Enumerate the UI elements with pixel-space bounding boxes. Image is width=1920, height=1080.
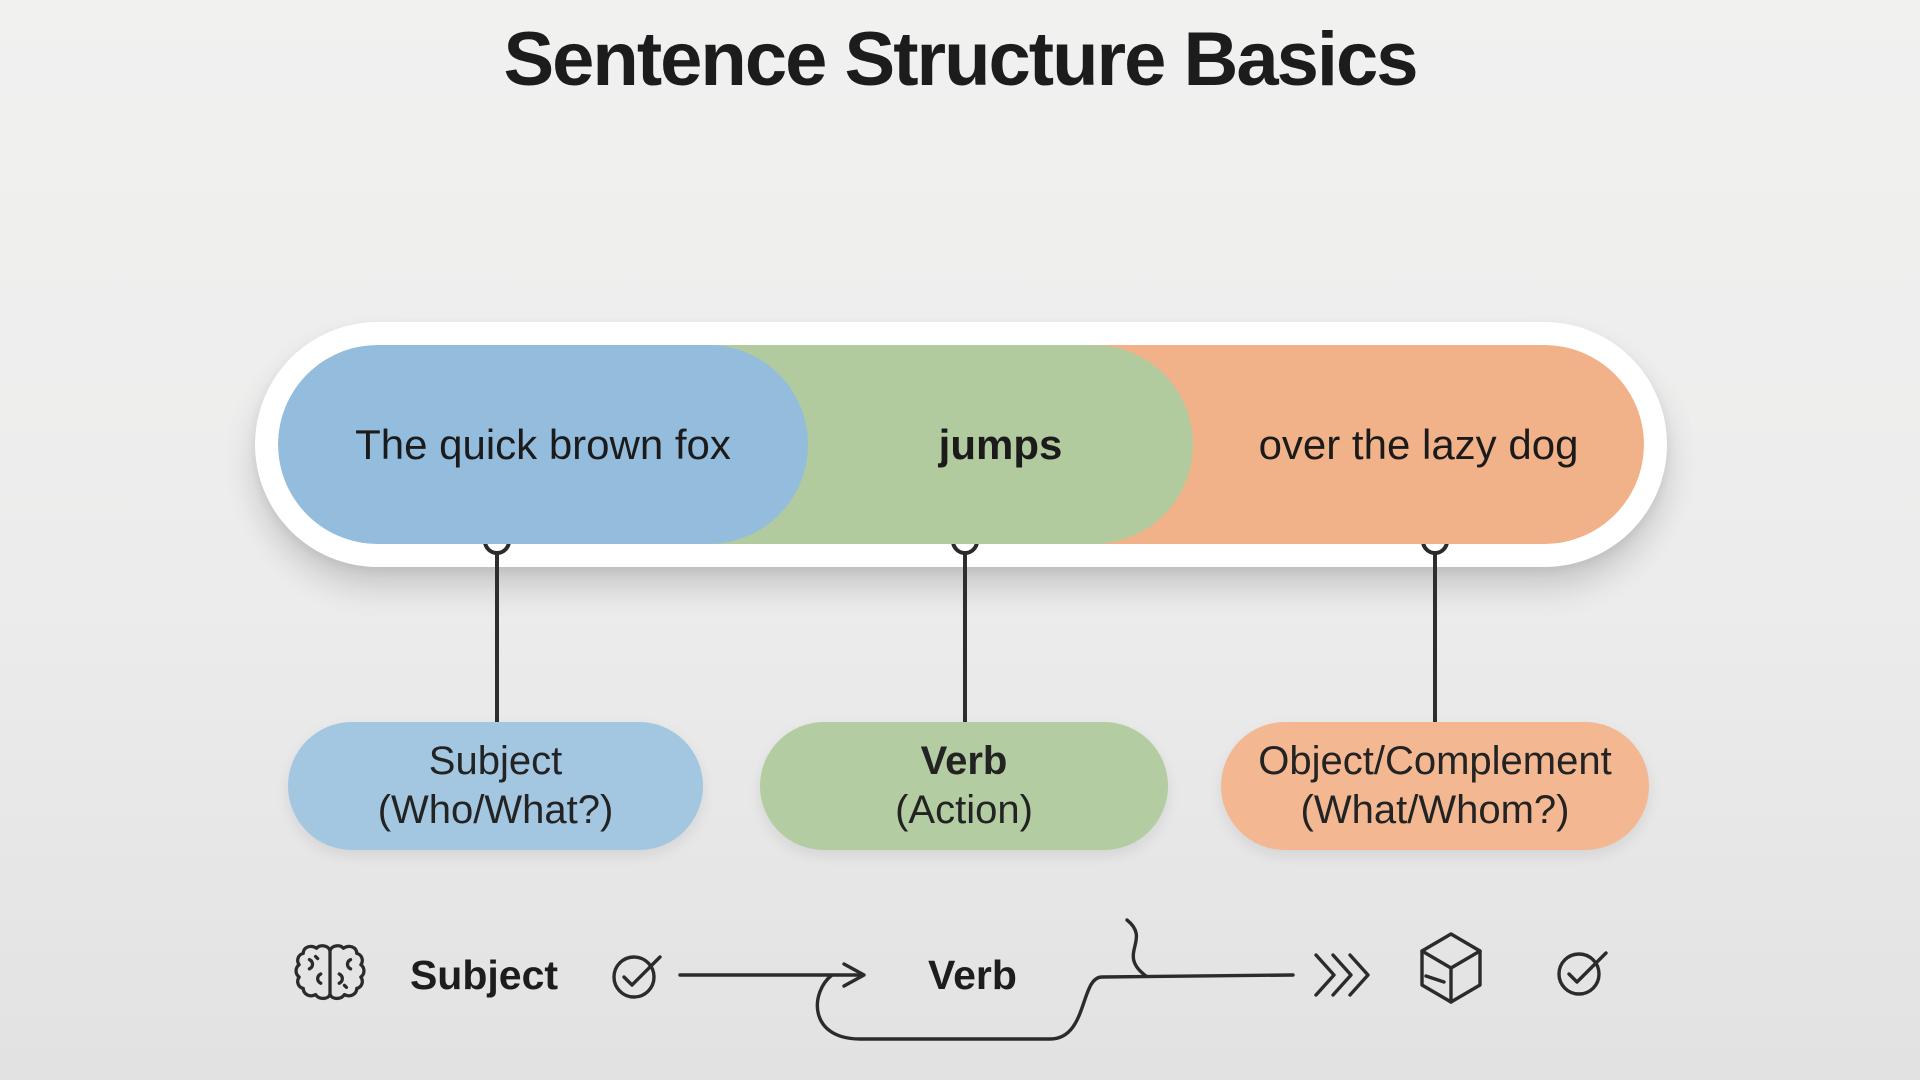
segment-subject-text: The quick brown fox: [355, 420, 731, 468]
sentence-bar: The quick brown fox jumps over the lazy …: [255, 322, 1667, 567]
sentence-bar-inner: The quick brown fox jumps over the lazy …: [278, 345, 1644, 544]
segment-verb-text: jumps: [938, 420, 1063, 468]
page-title: Sentence Structure Basics: [503, 17, 1418, 102]
legend-subject-label: Subject: [409, 952, 559, 998]
connector-line-object: [1433, 543, 1437, 724]
role-pill-verb-subtitle: (Action): [895, 788, 1033, 832]
connector-line-subject: [495, 543, 499, 724]
connector-line-verb: [963, 543, 967, 724]
triple-chevron-icon: [1312, 951, 1372, 999]
squiggle-line: [1125, 918, 1148, 978]
check-circle-icon: [612, 950, 664, 1000]
segment-object-text: over the lazy dog: [1258, 420, 1579, 468]
role-pill-subject-title: Subject: [428, 739, 563, 784]
role-pill-subject-subtitle: (Who/What?): [377, 788, 614, 832]
role-pill-verb: Verb (Action): [760, 722, 1168, 850]
loop-flow-line: [800, 912, 1300, 1048]
cube-icon: [1416, 930, 1486, 1006]
role-pill-subject: Subject (Who/What?): [288, 722, 703, 850]
role-pill-verb-title: Verb: [920, 739, 1008, 784]
segment-subject: [278, 345, 808, 544]
role-pill-object-title: Object/Complement: [1258, 739, 1612, 784]
role-pill-object: Object/Complement (What/Whom?): [1221, 722, 1649, 850]
check-circle-icon: [1556, 946, 1610, 998]
brain-icon: [294, 942, 366, 1006]
role-pill-object-subtitle: (What/Whom?): [1300, 788, 1570, 832]
legend-verb-label: Verb: [928, 952, 1017, 998]
